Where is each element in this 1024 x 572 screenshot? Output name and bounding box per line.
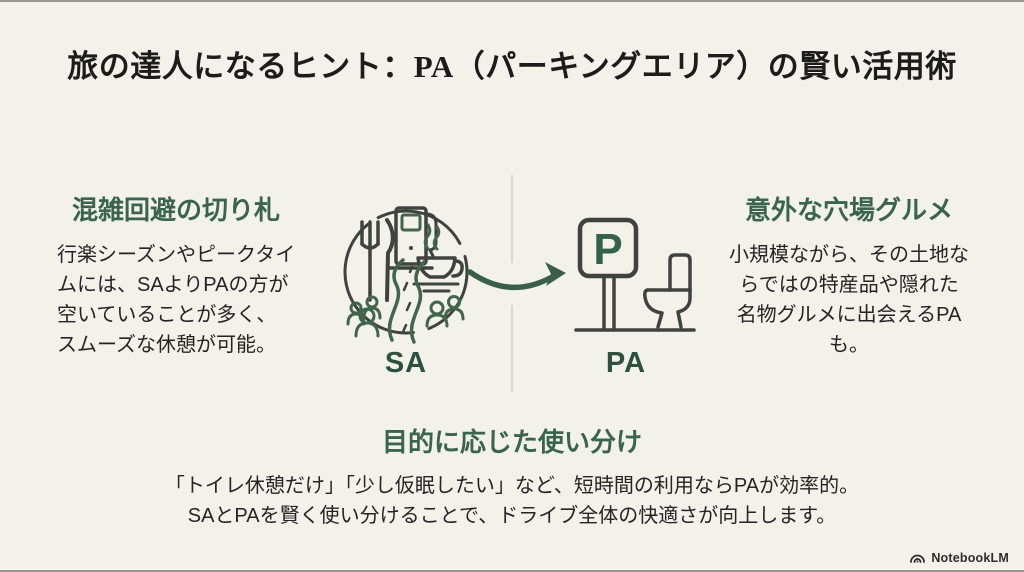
section-heading: 意外な穴場グルメ <box>744 195 953 225</box>
section-heading: 目的に応じた使い分け <box>381 427 642 457</box>
parking-sign-letter: P <box>593 225 622 274</box>
brand-text: NotebookLM <box>931 550 1009 565</box>
knife-icon <box>385 218 395 302</box>
winding-road-icon <box>387 258 426 344</box>
section-hidden-gourmet: 意外な穴場グルメ 小規模ながら、その土地な らではの特産品や隠れた 名物グルメに… <box>716 196 982 360</box>
vertical-divider <box>511 175 513 263</box>
sa-label: SA <box>384 347 428 379</box>
fork-icon <box>360 220 380 302</box>
bottom-edge-strip <box>0 570 1024 572</box>
section-body: 小規模ながら、その土地な らではの特産品や隠れた 名物グルメに出会えるPA も。 <box>729 244 969 356</box>
toilet-icon <box>643 253 692 329</box>
parking-area-illustration-icon: P <box>574 217 696 332</box>
section-body: 「トイレ休憩だけ」「少し仮眠したい」など、短時間の利用ならPAが効率的。 SAと… <box>164 475 860 527</box>
crowd-icon <box>425 295 465 328</box>
top-edge-strip <box>0 0 1024 2</box>
crowd-icon <box>346 295 382 338</box>
notebooklm-logo-icon <box>910 554 926 563</box>
curved-right-arrow-icon <box>467 262 566 290</box>
section-body: 行楽シーズンやピークタイ ムには、SAよりPAの方が 空いていることが多く、 ス… <box>57 244 296 356</box>
pa-label: PA <box>605 347 647 379</box>
section-heading: 混雑回避の切り札 <box>71 195 280 225</box>
service-area-illustration-icon <box>343 206 469 344</box>
section-congestion-avoidance: 混雑回避の切り札 行楽シーズンやピークタイ ムには、SAよりPAの方が 空いてい… <box>48 196 304 360</box>
section-purpose-based-use: 目的に応じた使い分け 「トイレ休憩だけ」「少し仮眠したい」など、短時間の利用なら… <box>0 428 1024 531</box>
page-title: 旅の達人になるヒント：PA（パーキングエリア）の賢い活用術 <box>67 49 957 84</box>
coffee-cup-icon <box>412 256 464 293</box>
vertical-divider <box>511 305 513 392</box>
notebooklm-watermark: NotebookLM <box>909 550 1009 565</box>
steam-icon <box>423 223 441 251</box>
parking-sign-icon: P <box>577 217 639 330</box>
